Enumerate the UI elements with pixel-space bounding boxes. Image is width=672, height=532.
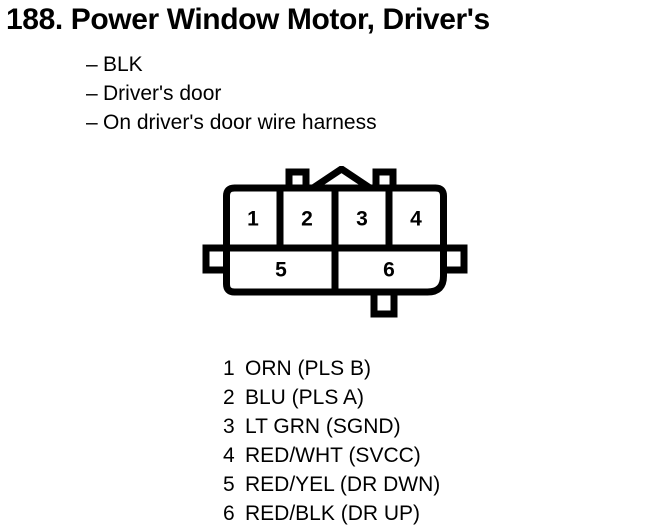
bottom-center-latch <box>370 292 398 318</box>
pin-legend: 1 ORN (PLS B) 2 BLU (PLS A) 3 LT GRN (SG… <box>223 354 653 528</box>
list-item-label: BLK <box>103 53 143 76</box>
legend-pin-description: RED/BLK (DR UP) <box>245 502 421 525</box>
page-title: 188. Power Window Motor, Driver's <box>6 3 490 36</box>
list-item: 3 LT GRN (SGND) <box>223 412 653 441</box>
legend-pin-description: BLU (PLS A) <box>245 386 365 409</box>
legend-pin-number: 2 <box>223 386 235 409</box>
pin-number-4: 4 <box>410 208 422 231</box>
list-item: 4 RED/WHT (SVCC) <box>223 441 653 470</box>
pin-number-1: 1 <box>247 208 259 231</box>
pin-number-3: 3 <box>356 208 368 231</box>
dash-icon: – <box>86 82 98 105</box>
list-item: – Driver's door <box>86 79 606 108</box>
top-right-locking-tab <box>372 168 397 188</box>
list-item-label: Driver's door <box>103 82 222 105</box>
legend-pin-description: LT GRN (SGND) <box>245 415 401 438</box>
connector-diagram: 1 2 3 4 5 6 <box>196 166 486 341</box>
legend-pin-number: 6 <box>223 502 235 525</box>
list-item-label: On driver's door wire harness <box>103 111 377 134</box>
pin-number-5: 5 <box>275 259 287 282</box>
legend-pin-number: 5 <box>223 473 235 496</box>
connector-body-outline <box>223 184 447 296</box>
legend-pin-description: ORN (PLS B) <box>245 357 372 380</box>
legend-pin-description: RED/YEL (DR DWN) <box>245 473 441 496</box>
notes-list: – BLK – Driver's door – On driver's door… <box>86 50 606 137</box>
legend-pin-number: 3 <box>223 415 235 438</box>
list-item: – BLK <box>86 50 606 79</box>
pin-number-2: 2 <box>301 208 313 231</box>
dash-icon: – <box>86 111 98 134</box>
list-item: 6 RED/BLK (DR UP) <box>223 499 653 528</box>
left-side-latch <box>202 244 227 274</box>
legend-pin-description: RED/WHT (SVCC) <box>245 444 421 467</box>
top-keying-peak <box>311 166 372 191</box>
right-side-latch <box>443 244 468 274</box>
list-item: 5 RED/YEL (DR DWN) <box>223 470 653 499</box>
list-item: 2 BLU (PLS A) <box>223 383 653 412</box>
top-left-locking-tab <box>285 168 310 188</box>
legend-pin-number: 1 <box>223 357 235 380</box>
legend-pin-number: 4 <box>223 444 235 467</box>
dash-icon: – <box>86 53 98 76</box>
connector-svg: 1 2 3 4 5 6 <box>202 166 468 318</box>
list-item: 1 ORN (PLS B) <box>223 354 653 383</box>
list-item: – On driver's door wire harness <box>86 108 606 137</box>
pin-number-6: 6 <box>383 259 395 282</box>
